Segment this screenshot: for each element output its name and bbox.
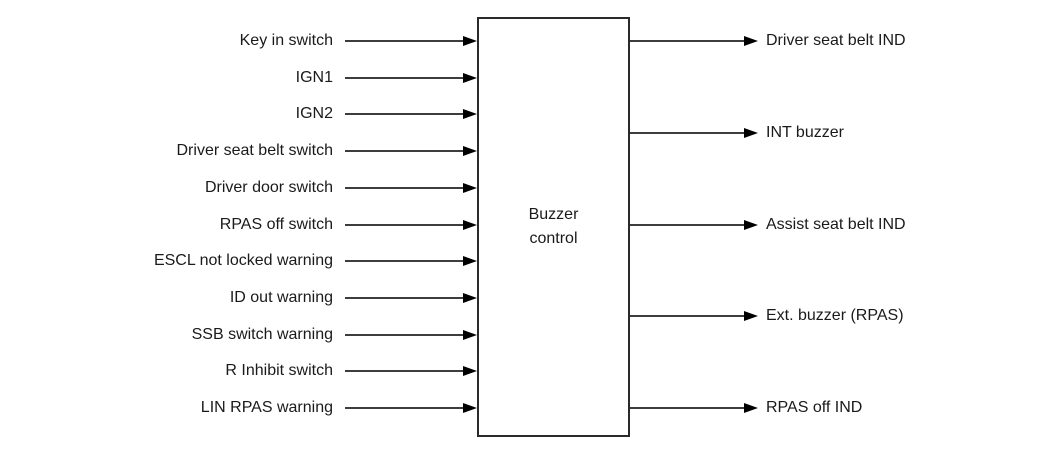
- arrow-shaft: [345, 76, 463, 79]
- arrow-shaft: [345, 40, 463, 42]
- arrowhead-icon: [744, 36, 758, 46]
- input-label: ID out warning: [229, 288, 333, 306]
- arrowhead-icon: [463, 72, 477, 83]
- arrow-shaft: [345, 223, 463, 226]
- arrow-shaft: [630, 315, 744, 318]
- buzzer-control-block: Buzzer control: [477, 17, 630, 437]
- output-row: Ext. buzzer (RPAS): [0, 304, 1051, 328]
- input-label: Driver seat belt switch: [176, 142, 334, 160]
- arrow-shaft: [345, 150, 463, 153]
- arrow-shaft: [345, 296, 463, 299]
- arrowhead-icon: [744, 311, 758, 322]
- output-arrow-icon: [630, 219, 758, 230]
- input-row: R Inhibit switch: [0, 359, 1051, 383]
- input-label: RPAS off switch: [219, 215, 333, 233]
- arrowhead-icon: [463, 292, 477, 303]
- input-row: SSB switch warning: [0, 323, 1051, 347]
- input-label: SSB switch warning: [191, 325, 333, 343]
- input-row: IGN2: [0, 102, 1051, 126]
- input-arrow-icon: [345, 292, 477, 303]
- arrowhead-icon: [463, 182, 477, 193]
- input-row: LIN RPAS warning: [0, 396, 1051, 420]
- output-label: RPAS off IND: [766, 399, 863, 416]
- output-row: Assist seat belt IND: [0, 213, 1051, 237]
- arrowhead-icon: [744, 403, 758, 413]
- output-arrow-icon: [630, 127, 758, 138]
- arrowhead-icon: [463, 219, 477, 230]
- output-arrow-icon: [630, 403, 758, 413]
- input-arrow-icon: [345, 366, 477, 377]
- arrow-shaft: [345, 113, 463, 116]
- input-label: R Inhibit switch: [225, 362, 333, 380]
- arrow-shaft: [345, 370, 463, 373]
- input-label: IGN1: [295, 68, 333, 86]
- input-label: ESCL not locked warning: [153, 252, 333, 270]
- arrow-shaft: [630, 131, 744, 134]
- input-arrow-icon: [345, 146, 477, 157]
- input-arrow-icon: [345, 329, 477, 340]
- input-label: Key in switch: [239, 32, 333, 49]
- arrow-shaft: [630, 223, 744, 226]
- arrow-shaft: [630, 407, 744, 409]
- arrowhead-icon: [463, 329, 477, 340]
- input-row: RPAS off switch: [0, 213, 1051, 237]
- input-label: Driver door switch: [204, 178, 333, 196]
- arrow-shaft: [345, 407, 463, 409]
- arrow-shaft: [630, 40, 744, 42]
- input-arrow-icon: [345, 256, 477, 267]
- input-row: ESCL not locked warning: [0, 249, 1051, 273]
- output-row: RPAS off IND: [0, 396, 1051, 420]
- input-arrow-icon: [345, 109, 477, 120]
- input-row: ID out warning: [0, 286, 1051, 310]
- arrowhead-icon: [463, 146, 477, 157]
- input-arrow-icon: [345, 219, 477, 230]
- input-row: IGN1: [0, 66, 1051, 90]
- block-label: Buzzer control: [528, 206, 579, 247]
- input-label: LIN RPAS warning: [200, 399, 333, 416]
- arrowhead-icon: [744, 127, 758, 138]
- arrowhead-icon: [744, 219, 758, 230]
- arrowhead-icon: [463, 256, 477, 267]
- output-label: Driver seat belt IND: [766, 32, 906, 49]
- output-label: INT buzzer: [766, 123, 844, 141]
- arrowhead-icon: [463, 36, 477, 46]
- arrow-shaft: [345, 260, 463, 263]
- output-row: INT buzzer: [0, 121, 1051, 145]
- arrowhead-icon: [463, 366, 477, 377]
- input-arrow-icon: [345, 72, 477, 83]
- input-row: Key in switch: [0, 29, 1051, 53]
- arrowhead-icon: [463, 109, 477, 120]
- output-row: Driver seat belt IND: [0, 29, 1051, 53]
- output-label: Assist seat belt IND: [766, 215, 906, 233]
- arrow-shaft: [345, 186, 463, 189]
- input-arrow-icon: [345, 36, 477, 46]
- arrowhead-icon: [463, 403, 477, 413]
- input-arrow-icon: [345, 403, 477, 413]
- input-row: Driver seat belt switch: [0, 139, 1051, 163]
- output-label: Ext. buzzer (RPAS): [766, 307, 904, 325]
- arrow-shaft: [345, 333, 463, 336]
- input-arrow-icon: [345, 182, 477, 193]
- output-arrow-icon: [630, 36, 758, 46]
- output-arrow-icon: [630, 311, 758, 322]
- input-row: Driver door switch: [0, 176, 1051, 200]
- input-label: IGN2: [295, 105, 333, 123]
